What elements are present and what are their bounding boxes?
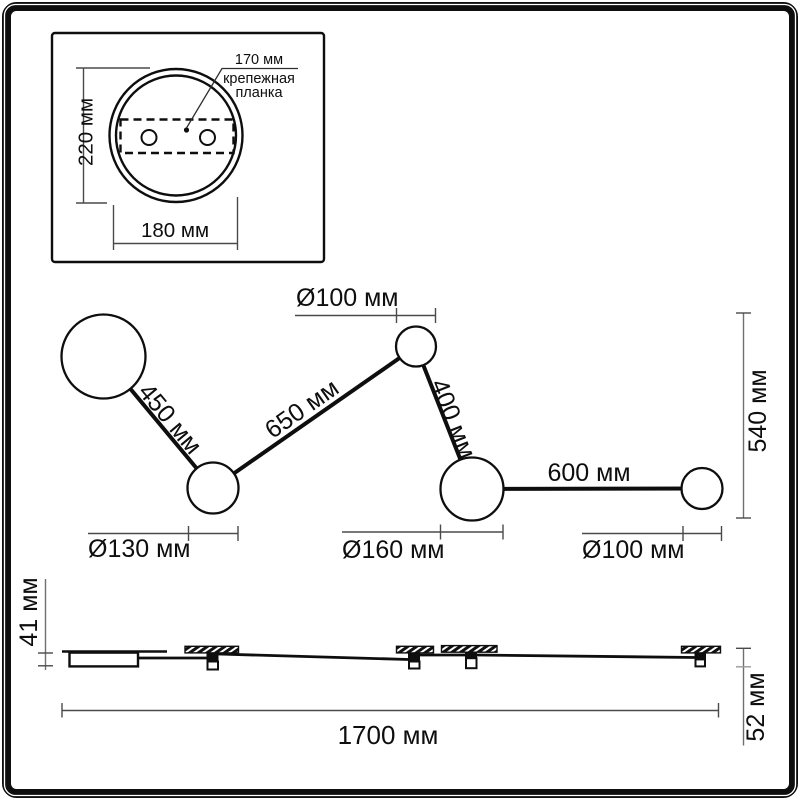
- head-disc-4: [680, 645, 722, 654]
- label-bracket-line2: планка: [235, 85, 283, 101]
- bracket-center-dot: [183, 127, 190, 133]
- frame-pinstripe: [3, 3, 797, 797]
- label-220mm: 220 мм: [75, 98, 98, 166]
- label-160mm: Ø160 мм: [342, 536, 444, 564]
- label-bracket-line1: крепежная: [223, 71, 295, 87]
- label-540mm: 540 мм: [744, 369, 772, 452]
- head-socket-4: [694, 658, 706, 668]
- side-arm-2: [217, 652, 410, 661]
- mounting-detail-inset: 170 мм крепежная планка 220 мм 180 мм: [50, 31, 326, 264]
- label-180mm: 180 мм: [141, 219, 209, 242]
- mounting-bracket-dashed: [119, 118, 235, 155]
- label-52mm: 52 мм: [742, 672, 770, 741]
- side-view: 41 мм 1700 мм 52 мм: [15, 577, 770, 750]
- arm-600: [471, 486, 703, 491]
- label-600mm: 600 мм: [547, 459, 630, 487]
- canopy-outer-ring: [108, 67, 244, 204]
- label-170mm: 170 мм: [235, 52, 283, 68]
- label-top-100mm: Ø100 мм: [296, 284, 398, 312]
- lamp-globe-c: [394, 325, 438, 368]
- canopy-inner-ring: [114, 74, 238, 197]
- label-41mm: 41 мм: [15, 577, 43, 646]
- head-socket-2: [408, 660, 421, 670]
- head-stem-3: [465, 652, 477, 659]
- label-130mm: Ø130 мм: [88, 535, 190, 563]
- bracket-hole-left: [140, 129, 158, 146]
- side-arm-4: [476, 653, 697, 659]
- lamp-globe-b: [186, 461, 240, 515]
- head-disc-1: [184, 645, 240, 654]
- inset-box: [50, 31, 326, 264]
- label-1700mm: 1700 мм: [338, 720, 439, 750]
- label-100mm-right: Ø100 мм: [582, 536, 684, 564]
- bracket-hole-right: [199, 129, 216, 146]
- head-stem-2: [408, 652, 420, 662]
- lamp-globe-a: [60, 313, 147, 400]
- plan-view: 450 мм 650 мм 400 мм 600 мм Ø100 мм 540 …: [60, 284, 772, 564]
- label-650mm: 650 мм: [260, 374, 344, 444]
- label-400mm: 400 мм: [425, 375, 481, 463]
- bracket-leader-line: [185, 67, 298, 129]
- lamp-globe-e: [680, 466, 724, 511]
- canopy-box: [68, 651, 140, 668]
- head-disc-2: [395, 645, 435, 654]
- head-socket-1: [206, 660, 219, 671]
- label-450mm: 450 мм: [133, 378, 208, 460]
- lamp-globe-d: [439, 456, 505, 522]
- head-stem-4: [694, 652, 706, 660]
- head-disc-3: [440, 644, 498, 653]
- arm-650: [211, 344, 418, 490]
- head-stem-1: [206, 652, 219, 662]
- head-socket-3: [465, 657, 478, 670]
